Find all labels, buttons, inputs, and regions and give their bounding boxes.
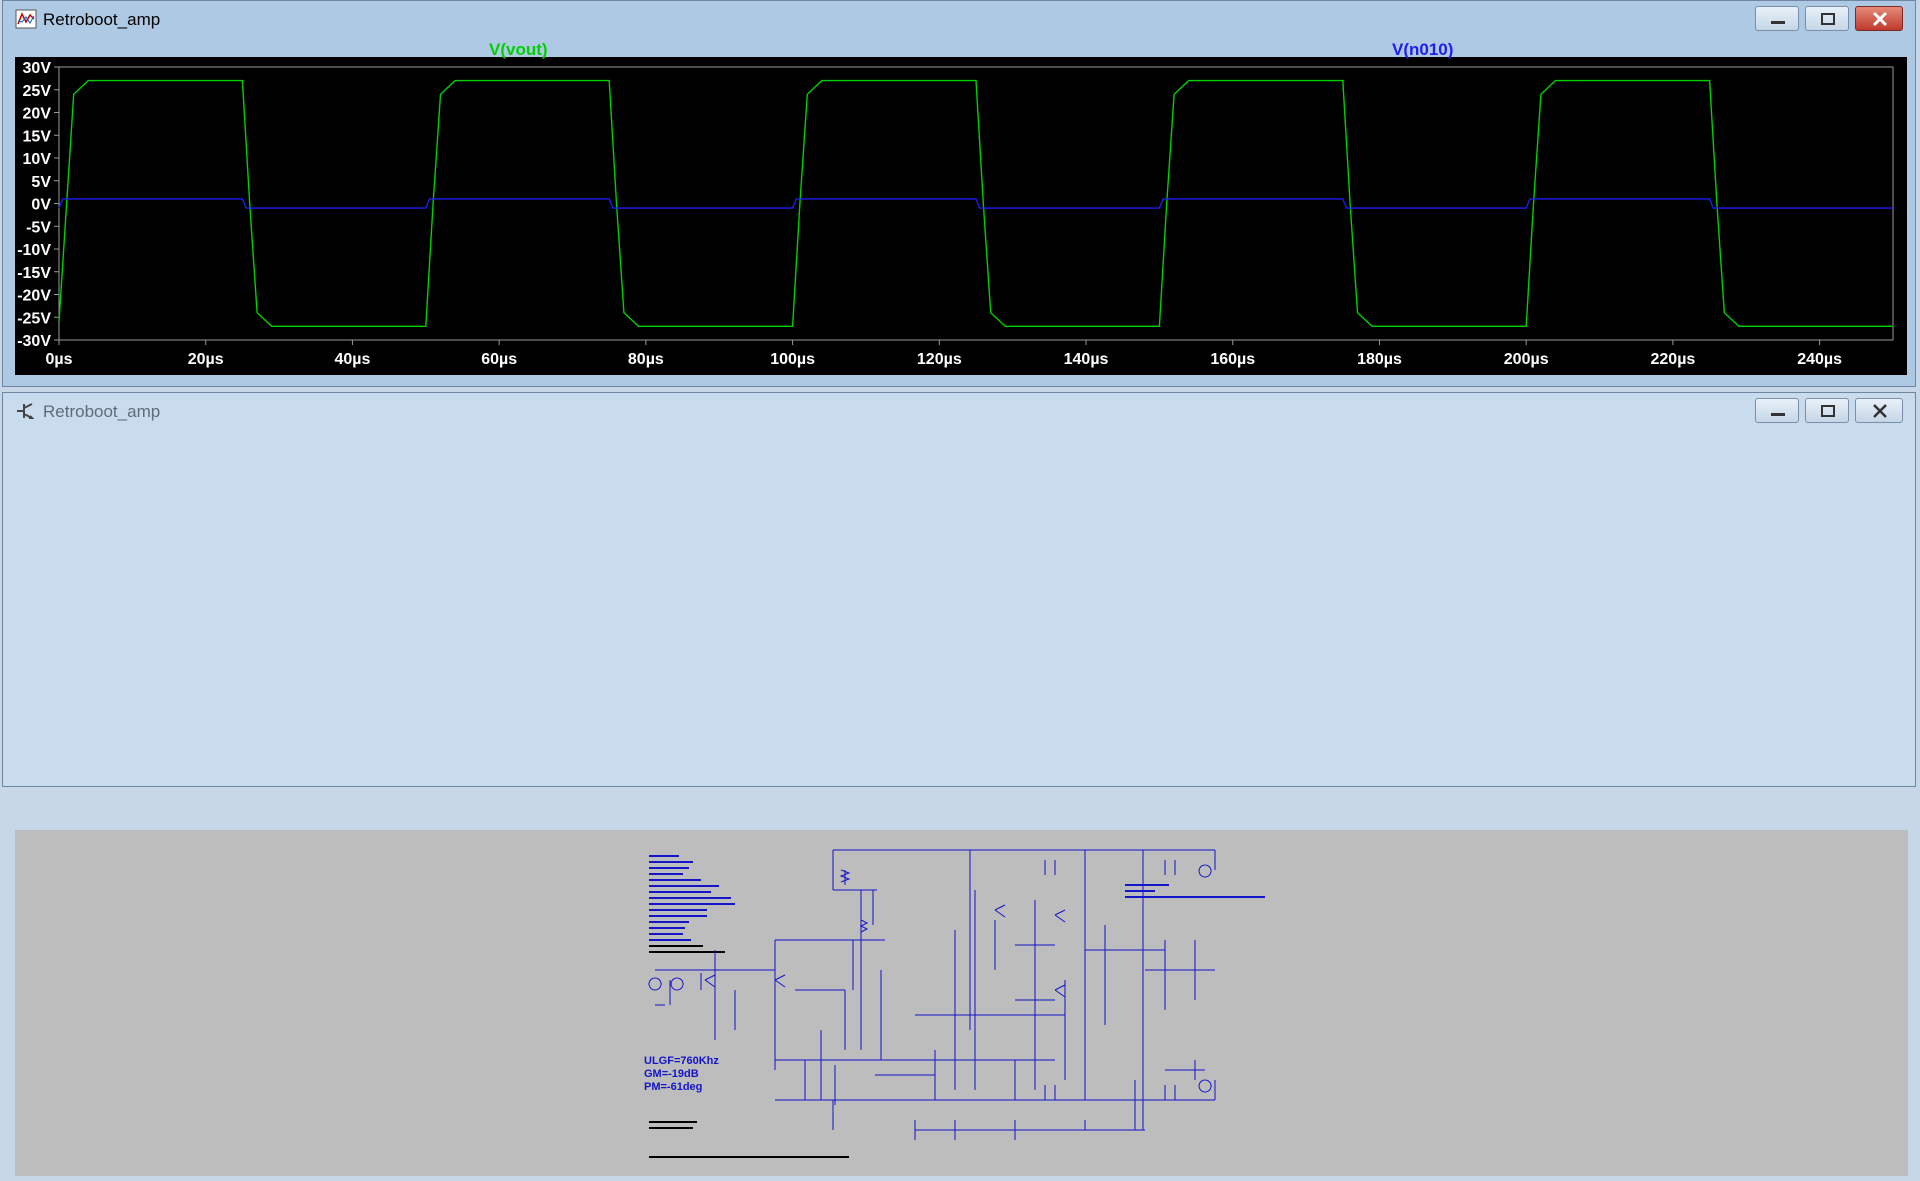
y-tick-label: -25V [17,310,51,327]
window-title: Retroboot_amp [43,10,161,29]
series-line-vout [58,79,1893,327]
y-tick-label: 5V [31,174,51,191]
x-tick-label: 240µs [1797,351,1842,368]
x-tick-label: 0µs [45,351,72,368]
close-button[interactable] [1855,6,1903,31]
circuit-schematic[interactable]: ULGF=760Khz GM=-19dB PM=-61deg [15,830,1908,1176]
y-tick-label: 20V [23,106,52,123]
x-tick-label: 40µs [334,351,370,368]
y-tick-label: -30V [17,333,51,350]
x-tick-label: 220µs [1651,351,1696,368]
minimize-icon [1771,21,1785,24]
x-tick-label: 60µs [481,351,517,368]
title-bar[interactable]: Retroboot_amp [3,393,1915,431]
schematic-app-icon [17,403,35,419]
waveform-chart: 30V 25V 20V 15V 10V 5V 0V -5V -10V -15V -20V -25V -3… [17,60,1894,368]
y-tick-label: -20V [17,288,51,305]
y-tick-label: 10V [23,151,52,168]
minimize-button[interactable] [1755,398,1799,423]
title-bar[interactable]: Retroboot_amp [3,1,1915,39]
x-tick-label: 200µs [1504,351,1549,368]
maximize-button[interactable] [1805,6,1849,31]
minimize-icon [1771,413,1785,416]
close-icon [1873,404,1887,418]
minimize-button[interactable] [1755,6,1799,31]
trace-label-n010[interactable]: V(n010) [1392,40,1454,59]
note-gm: GM=-19dB [644,1068,699,1080]
waveform-window: Retroboot_amp V(vout) V(n010) 30V 25V 20V 1… [2,0,1916,387]
note-ulgf: ULGF=760Khz [644,1055,719,1067]
x-tick-label: 120µs [917,351,962,368]
y-tick-label: 15V [23,128,52,145]
schematic-window: Retroboot_amp [2,392,1916,1176]
schematic-canvas[interactable]: ULGF=760Khz GM=-19dB PM=-61deg [15,830,1908,1176]
stability-notes: ULGF=760Khz GM=-19dB PM=-61deg [644,1055,719,1093]
spice-directives [649,855,1265,1158]
y-tick-label: -15V [17,265,51,282]
close-icon [1872,11,1888,27]
y-tick-label: 25V [23,83,52,100]
window-title: Retroboot_amp [43,402,161,421]
x-tick-label: 160µs [1210,351,1255,368]
y-tick-label: -10V [17,242,51,259]
plot-frame [58,66,1894,341]
x-tick-label: 100µs [770,351,815,368]
y-tick-label: -5V [26,219,51,236]
maximize-icon [1821,13,1835,25]
circuit-wires [655,849,1216,1140]
waveform-app-icon [15,9,37,29]
close-button[interactable] [1855,398,1903,423]
waveform-plot[interactable]: V(vout) V(n010) 30V 25V 20V 15V 10V 5V 0V -5V -1… [15,40,1907,375]
note-pm: PM=-61deg [644,1081,702,1093]
x-tick-label: 140µs [1064,351,1109,368]
y-tick-label: 30V [23,60,52,77]
series-line-n010 [58,198,1893,209]
maximize-button[interactable] [1805,398,1849,423]
x-tick-label: 180µs [1357,351,1402,368]
maximize-icon [1821,405,1835,417]
y-tick-label: 0V [31,197,51,214]
trace-label-vout[interactable]: V(vout) [489,40,548,59]
x-tick-label: 80µs [628,351,664,368]
x-tick-label: 20µs [188,351,224,368]
